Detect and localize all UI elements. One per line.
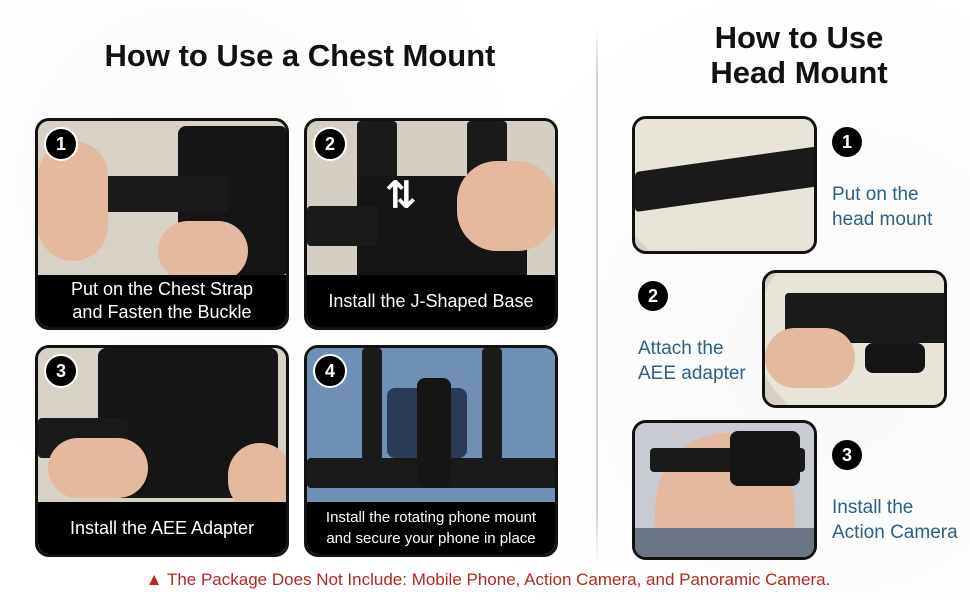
- head-step-1-line2: head mount: [832, 209, 933, 230]
- chest-step-4-number: 4: [313, 354, 347, 388]
- head-step-2-photo: [765, 273, 944, 405]
- head-step-3-number: 3: [832, 440, 862, 470]
- chest-step-2-number: 2: [313, 127, 347, 161]
- head-step-3-line2: Action Camera: [832, 522, 958, 543]
- head-step-3-photo-card: [632, 420, 817, 560]
- chest-step-1-caption: Put on the Chest Strap and Fasten the Bu…: [38, 275, 286, 327]
- chest-step-2-caption: Install the J-Shaped Base: [307, 275, 555, 327]
- chest-step-3-card: 3 Install the AEE Adapter: [35, 345, 289, 557]
- head-title-line1: How to Use: [714, 20, 884, 55]
- chest-step-4-caption: Install the rotating phone mount and sec…: [307, 502, 555, 554]
- head-step-2-photo-card: [762, 270, 947, 408]
- head-step-1-number: 1: [832, 127, 862, 157]
- head-step-1-line1: Put on the: [832, 184, 919, 205]
- head-step-3-line1: Install the: [832, 497, 914, 518]
- head-step-2-line2: AEE adapter: [638, 363, 746, 384]
- head-step-1-photo-card: [632, 116, 817, 254]
- head-step-2-number: 2: [638, 281, 668, 311]
- chest-step-3-caption: Install the AEE Adapter: [38, 502, 286, 554]
- chest-step-1-card: 1 Put on the Chest Strap and Fasten the …: [35, 118, 289, 330]
- head-mount-title: How to Use Head Mount: [640, 20, 958, 90]
- chest-step-4-card: 4 Install the rotating phone mount and s…: [304, 345, 558, 557]
- chest-step-2-card: ⇅ 2 Install the J-Shaped Base: [304, 118, 558, 330]
- head-step-1-photo: [635, 119, 814, 251]
- head-step-2-line1: Attach the: [638, 338, 724, 359]
- chest-mount-title: How to Use a Chest Mount: [104, 38, 496, 73]
- up-down-arrows-icon: ⇅: [385, 175, 417, 217]
- chest-step-1-number: 1: [44, 127, 78, 161]
- section-divider: [596, 25, 598, 565]
- head-title-line2: Head Mount: [710, 55, 888, 90]
- chest-step-2-photo: ⇅: [307, 121, 555, 327]
- package-notice: ▲ The Package Does Not Include: Mobile P…: [145, 570, 831, 589]
- chest-step-1-photo: [38, 121, 286, 327]
- head-step-3-photo: [635, 423, 814, 557]
- head-step-1-text: Put on the head mount: [832, 182, 932, 232]
- head-step-2-text: Attach the AEE adapter: [638, 336, 746, 386]
- chest-step-3-number: 3: [44, 354, 78, 388]
- head-step-3-text: Install the Action Camera: [832, 495, 958, 545]
